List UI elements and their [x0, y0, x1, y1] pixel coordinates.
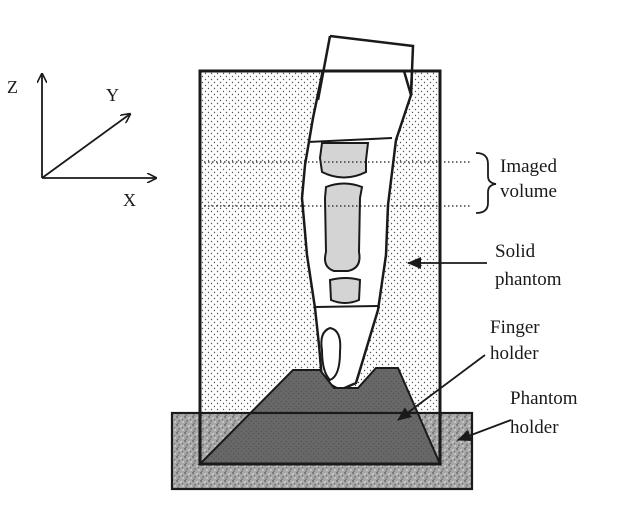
imaged-volume-label-line1: Imaged [500, 156, 557, 177]
phantom-holder-label-line1: Phantom [510, 388, 578, 409]
imaged-volume-lines [200, 161, 470, 207]
phantom-outer-border [198, 69, 442, 466]
fingernail [320, 326, 342, 382]
callout-labels: Imaged volume Solid phantom Finger holde… [490, 156, 578, 438]
bone-lower [328, 277, 362, 304]
finger-holder-label-line1: Finger [490, 317, 540, 338]
coordinate-axes: Z Y X [7, 74, 156, 210]
imaged-volume-label-line2: volume [500, 181, 557, 202]
finger-holder-pointer [397, 354, 486, 421]
imaged-volume-brace [475, 152, 497, 214]
y-axis-arrow [41, 114, 130, 179]
phantom-holder-border [170, 411, 474, 491]
solid-phantom-label-line1: Solid [495, 241, 536, 262]
phantom-holder-label-line2: holder [510, 417, 559, 438]
finger-holder [197, 367, 442, 465]
phantom-holder-pointer [457, 419, 512, 442]
x-axis-label: X [123, 190, 136, 210]
bone-middle [323, 182, 364, 272]
solid-phantom-label-line2: phantom [495, 269, 562, 290]
finger-holder-label-line2: holder [490, 343, 539, 364]
bone-top [318, 142, 370, 179]
z-axis-label: Z [7, 77, 18, 97]
y-axis-label: Y [106, 85, 119, 105]
finger-crease-lines [307, 137, 393, 308]
